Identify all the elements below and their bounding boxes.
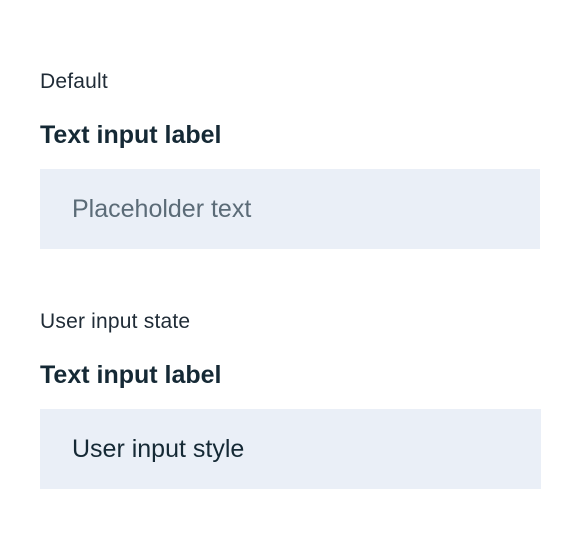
state-caption-default: Default [40,70,108,93]
text-input-default[interactable] [40,169,540,249]
text-input-label: Text input label [40,121,222,149]
text-input-user-input[interactable] [40,409,541,489]
user-input-state-example: User input state Text input label [40,308,541,489]
text-input-label: Text input label [40,361,222,389]
state-caption-user-input: User input state [40,310,191,333]
default-state-example: Default Text input label [40,68,540,249]
